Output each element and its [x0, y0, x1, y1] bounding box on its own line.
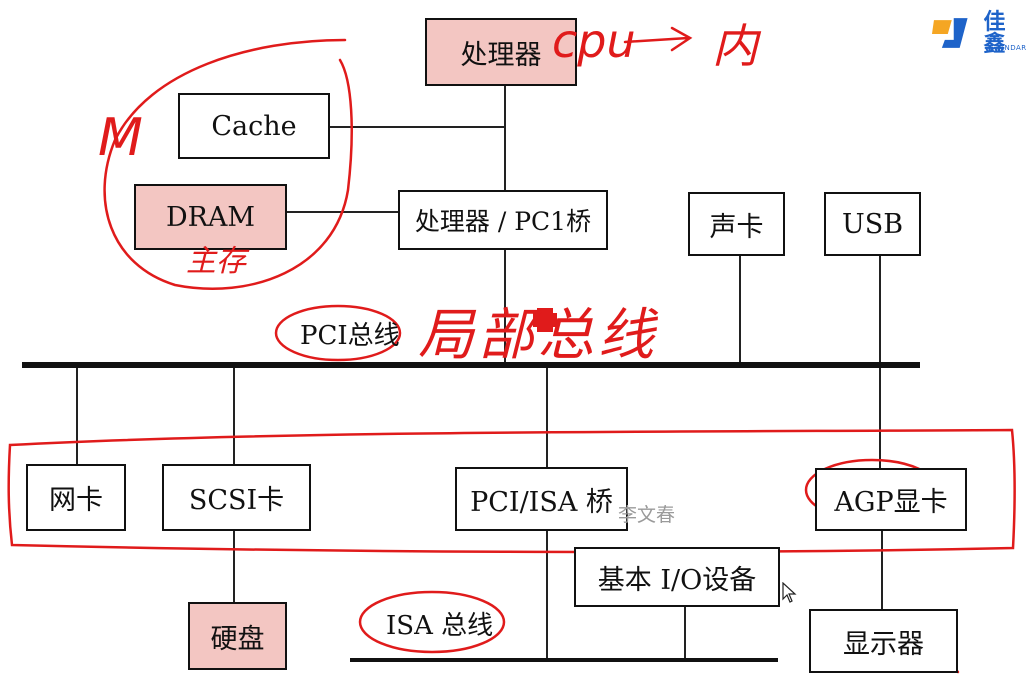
network-card-label: 网卡: [49, 485, 103, 516]
cache-box: Cache: [178, 93, 330, 159]
inner-handwriting: 内: [712, 19, 758, 73]
usb-box: USB: [824, 192, 921, 256]
dram-handwriting: 主存: [186, 244, 246, 279]
scsi-card-box: SCSI卡: [162, 464, 311, 531]
monitor-box: 显示器: [809, 609, 958, 673]
cpu-arrow: [623, 26, 693, 52]
mouse-cursor-icon: [782, 582, 797, 603]
pci-isa-bridge-label: PCI/ISA 桥: [470, 486, 613, 518]
cache-label: Cache: [211, 110, 297, 142]
local-bus-handwriting: 局部总线: [418, 303, 658, 368]
sound-card-box: 声卡: [688, 192, 785, 256]
pci-devices-region-outline: [7, 428, 1016, 554]
red-cross-mark: [533, 308, 557, 332]
brand-logo-icon: [931, 18, 968, 48]
m-handwriting: M: [98, 108, 143, 168]
hard-disk-box: 硬盘: [188, 602, 287, 670]
processor-box: 处理器: [425, 18, 577, 86]
network-card-box: 网卡: [26, 464, 126, 531]
pci-isa-bridge-box: PCI/ISA 桥: [455, 467, 628, 531]
sound-card-label: 声卡: [709, 211, 764, 243]
usb-label: USB: [841, 208, 904, 240]
dram-label: DRAM: [165, 201, 256, 233]
author-watermark: 李文春: [618, 504, 676, 526]
agp-card-box: AGP显卡: [815, 468, 967, 531]
pci-bus-label-circle: [274, 304, 402, 362]
scsi-card-label: SCSI卡: [188, 485, 285, 516]
pci-bus-label: PCI总线: [300, 321, 400, 351]
brand-logo-subtext: STANDARD: [990, 44, 1027, 52]
hard-disk-label: 硬盘: [210, 623, 265, 655]
processor-pci-bridge-box: 处理器 / PC1桥: [398, 190, 608, 250]
agp-card-label: AGP显卡: [834, 487, 948, 518]
basic-io-box: 基本 I/O设备: [574, 547, 780, 607]
isa-bus-label: ISA 总线: [386, 611, 494, 641]
processor-pci-bridge-label: 处理器 / PC1桥: [414, 207, 592, 236]
monitor-label: 显示器: [843, 628, 924, 660]
isa-bus-label-circle: [358, 590, 506, 654]
memory-group-circle: [103, 38, 353, 290]
cpu-handwriting: cpu: [552, 14, 636, 68]
basic-io-label: 基本 I/O设备: [597, 564, 757, 596]
processor-label: 处理器: [460, 39, 542, 71]
brand-logo: 佳鑫: [930, 12, 1027, 56]
brand-logo-text: 佳鑫: [983, 10, 1006, 57]
dram-box: DRAM: [134, 184, 287, 250]
